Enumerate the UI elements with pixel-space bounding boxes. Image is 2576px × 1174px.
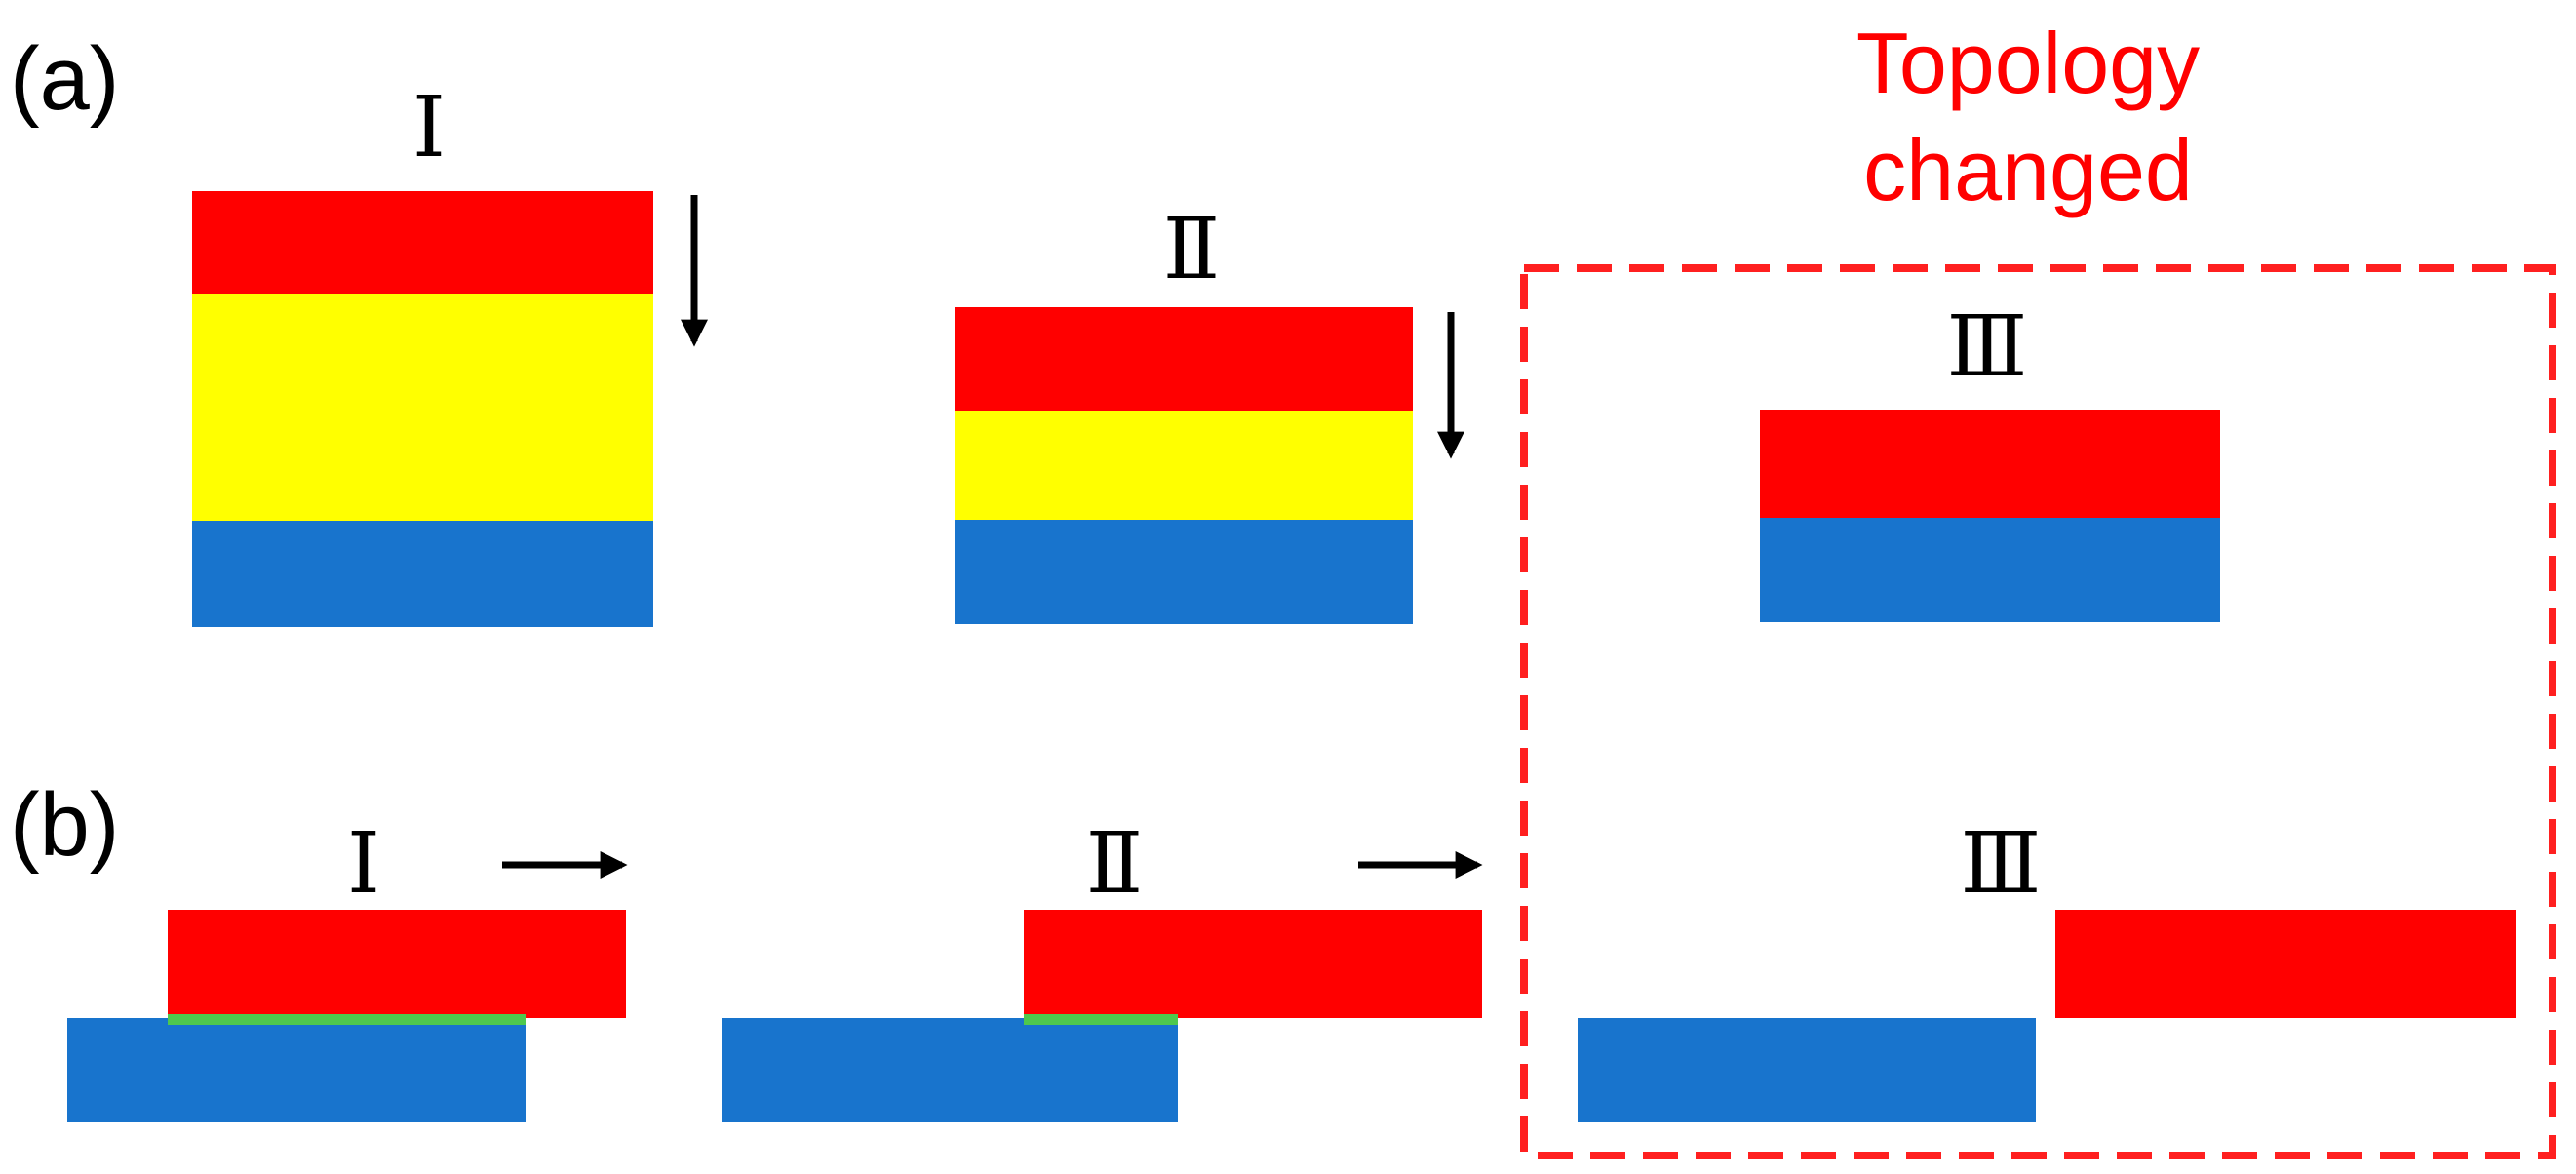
a3-top-block bbox=[1760, 410, 2220, 518]
b1-bottom-block bbox=[67, 1018, 526, 1122]
a2-top-block bbox=[955, 307, 1413, 411]
b2-top-block bbox=[1024, 910, 1482, 1018]
stage-label-a-3: Ⅲ bbox=[1947, 298, 2028, 396]
b2-bottom-block bbox=[722, 1018, 1178, 1122]
a2-bottom-block bbox=[955, 520, 1413, 624]
topology-changed-line1: Topology bbox=[1856, 15, 2200, 111]
b1-top-block bbox=[168, 910, 626, 1018]
b1-contact-line bbox=[168, 1014, 526, 1025]
topology-changed-box bbox=[1520, 264, 2556, 1159]
a1-middle-layer bbox=[192, 294, 653, 521]
stage-label-a-1: Ⅰ bbox=[412, 79, 446, 176]
b3-bottom-block bbox=[1578, 1018, 2036, 1122]
panel-label-b: (b) bbox=[10, 775, 119, 875]
stage-label-b-3: Ⅲ bbox=[1961, 815, 2042, 913]
stage-label-a-2: Ⅱ bbox=[1163, 201, 1220, 298]
b2-contact-line bbox=[1024, 1014, 1178, 1025]
a2-middle-layer bbox=[955, 411, 1413, 520]
a3-bottom-block bbox=[1760, 518, 2220, 622]
stage-label-b-1: Ⅰ bbox=[347, 815, 380, 913]
b3-top-block bbox=[2055, 910, 2516, 1018]
topology-changed-line2: changed bbox=[1863, 122, 2193, 218]
a1-top-block bbox=[192, 191, 653, 294]
stage-label-b-2: Ⅱ bbox=[1086, 815, 1143, 913]
panel-label-a: (a) bbox=[10, 29, 119, 129]
a1-bottom-block bbox=[192, 521, 653, 627]
